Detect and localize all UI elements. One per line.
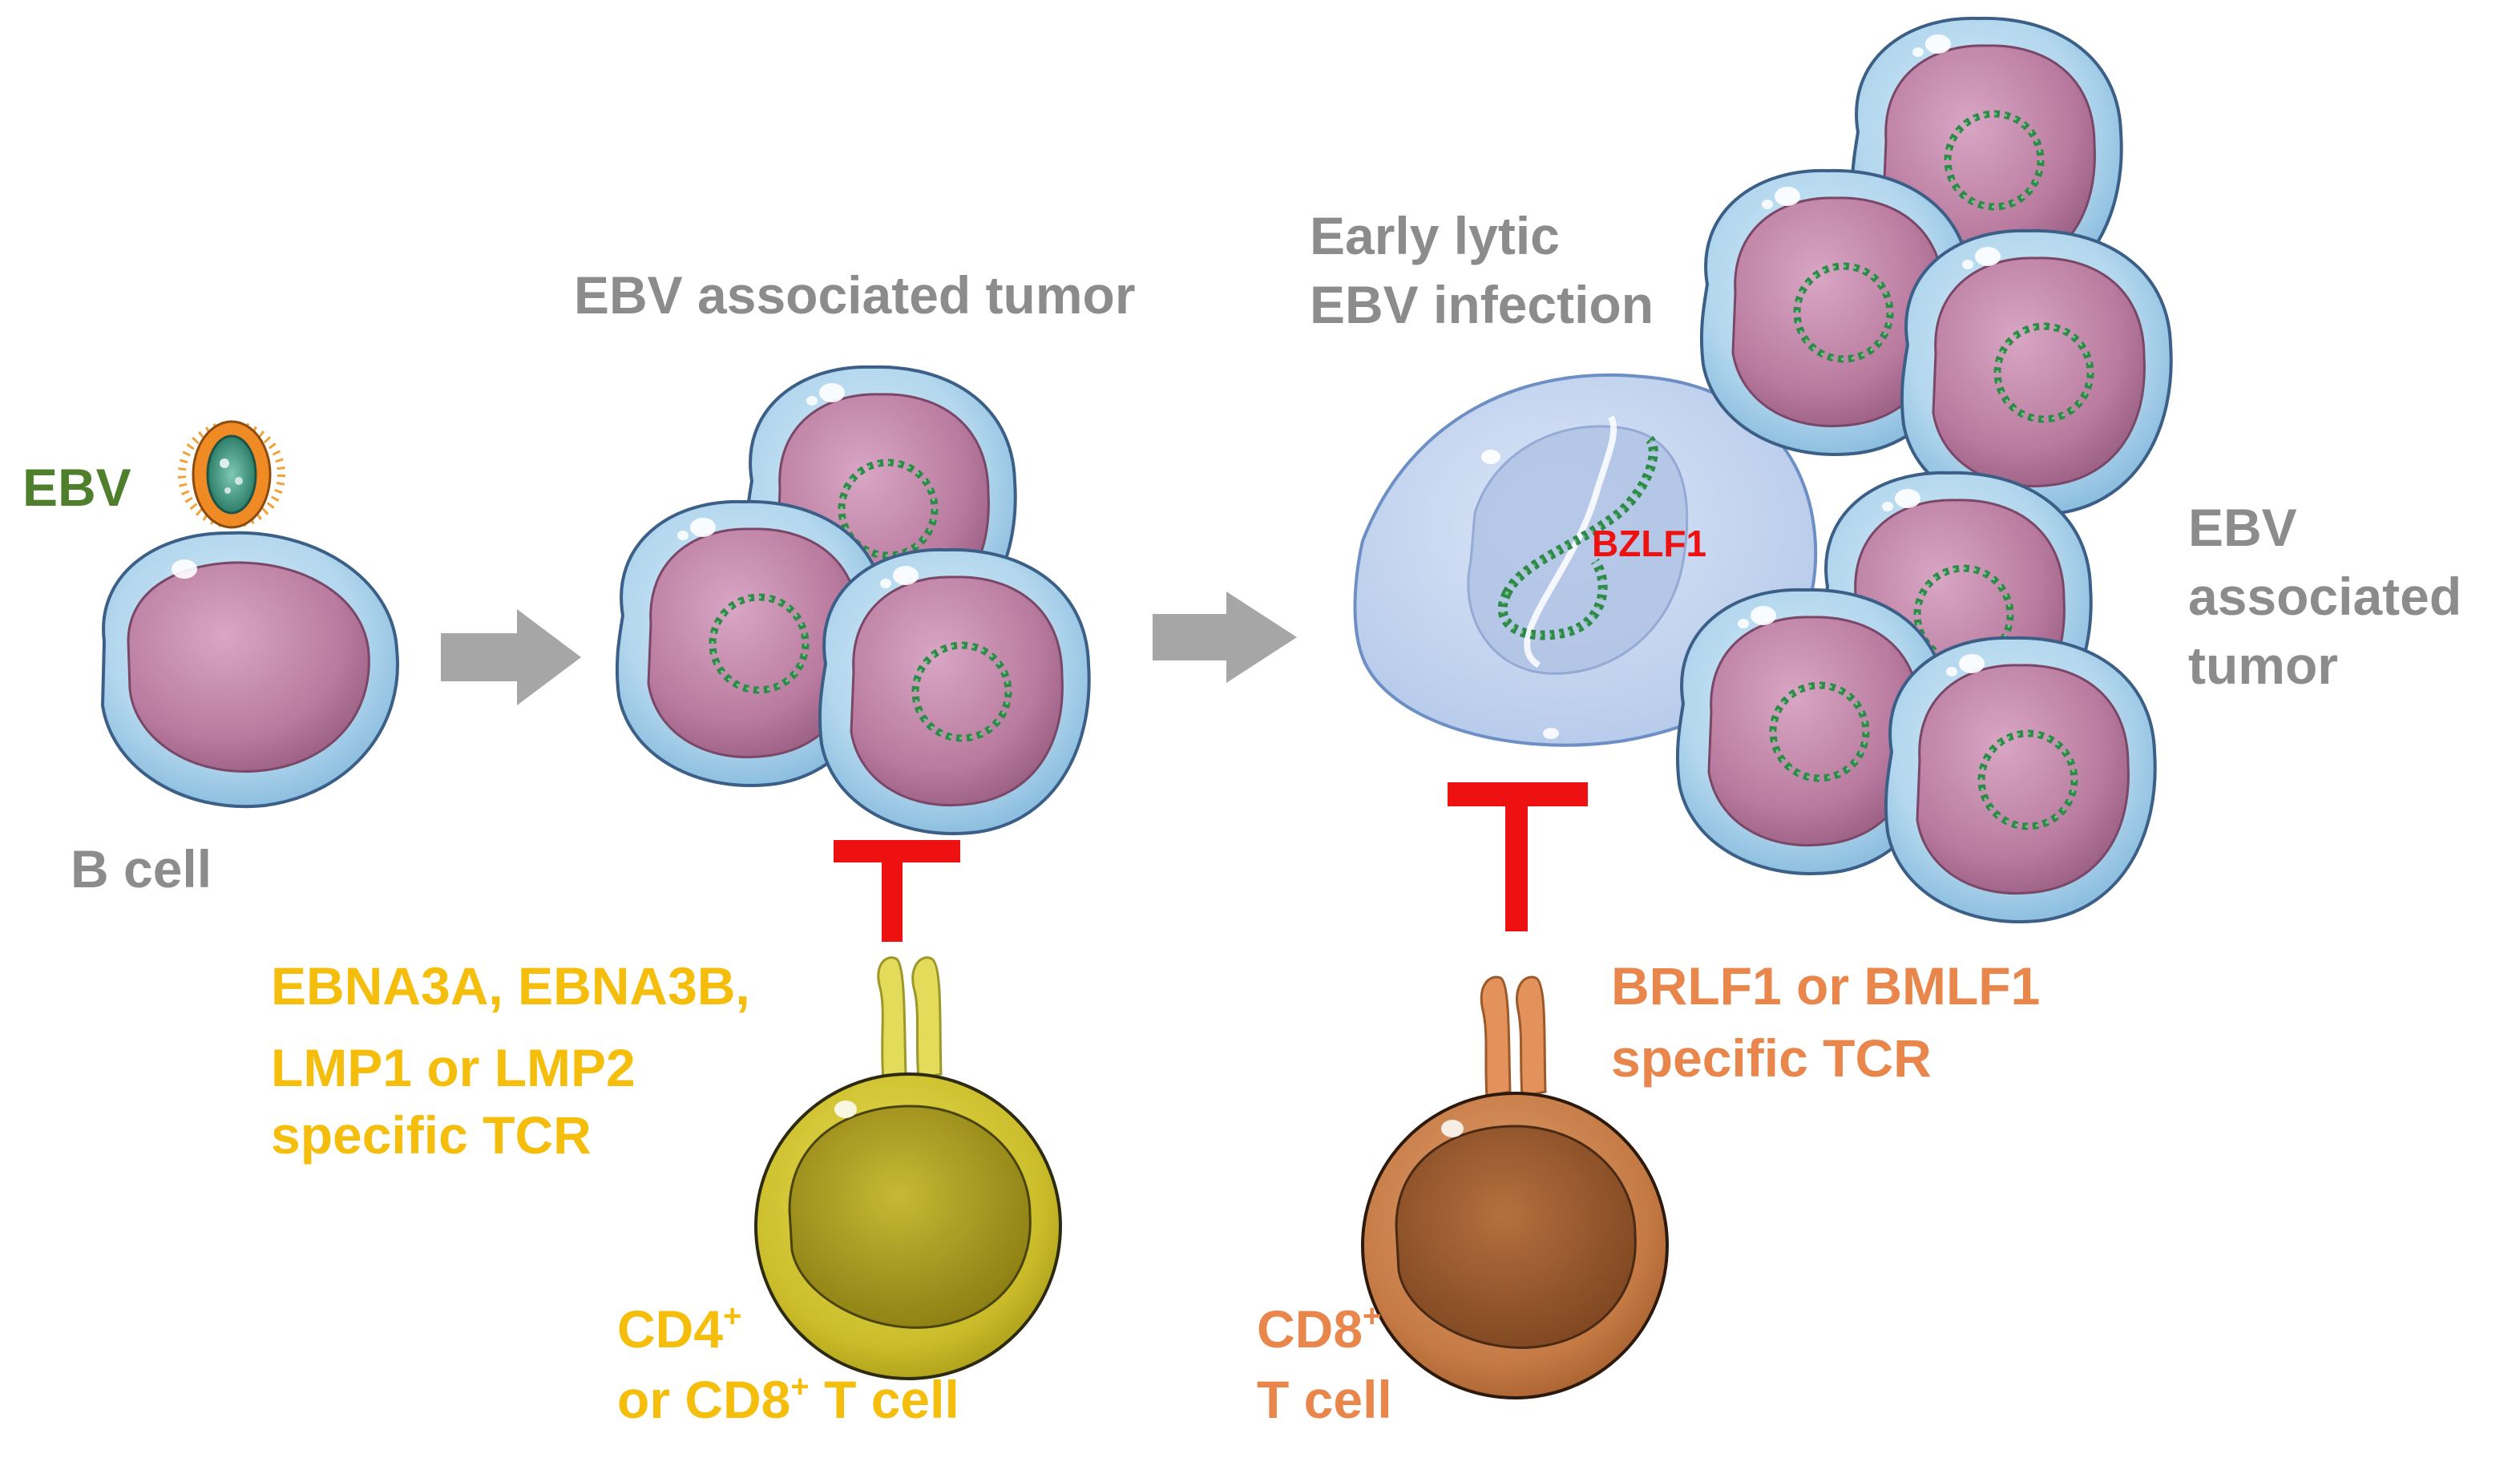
tumor-right-label-line3: tumor: [2188, 636, 2338, 695]
ebv-label: EBV: [22, 458, 131, 517]
lytic-tcr-label-line2: specific TCR: [1611, 1028, 1932, 1088]
right-arrow-icon: [441, 609, 581, 705]
latent-tcr-label-line3: specific TCR: [271, 1105, 592, 1165]
latent-tcr-label-line2: LMP1 or LMP2: [271, 1038, 636, 1097]
t-bar-inhibition-icon: [1448, 782, 1588, 931]
tumor-right-label-line2: associated: [2188, 567, 2462, 626]
b-cell: [100, 531, 399, 809]
early-lytic-label-line2: EBV infection: [1310, 275, 1654, 334]
tumor-cell-cluster-middle: [617, 367, 1089, 834]
tumor-right-label-line1: EBV: [2188, 498, 2297, 557]
ebv-virion-icon: [178, 420, 285, 529]
linear-dna-icon: [1497, 435, 1658, 640]
cd4-t-cell-label-line1: CD4+: [617, 1298, 742, 1359]
t-cell-orange: [1361, 975, 1669, 1399]
latent-tcr-label-line1: EBNA3A, EBNA3B,: [271, 956, 750, 1016]
t-bar-inhibition-icon: [834, 840, 960, 942]
right-arrow-icon: [1153, 592, 1297, 683]
cd8-t-cell-label-line1: CD8+: [1257, 1298, 1382, 1359]
b-cell-label: B cell: [71, 839, 212, 899]
t-cell-yellow: [754, 956, 1062, 1380]
lytic-tcr-label-line1: BRLF1 or BMLF1: [1611, 956, 2041, 1016]
tumor-label-middle: EBV associated tumor: [574, 265, 1136, 325]
cd8-t-cell-label-line2: T cell: [1257, 1370, 1392, 1429]
early-lytic-label-line1: Early lytic: [1310, 206, 1560, 265]
cd4-t-cell-label-line2: or CD8+ T cell: [617, 1369, 959, 1429]
bzlf1-label: BZLF1: [1592, 523, 1707, 564]
